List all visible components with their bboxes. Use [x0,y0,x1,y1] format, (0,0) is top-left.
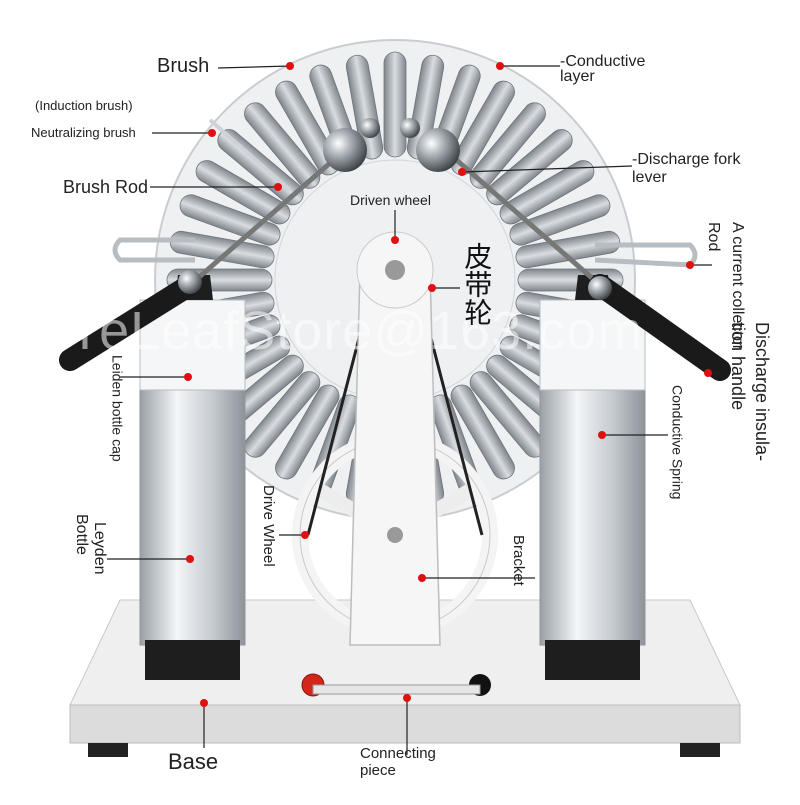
conductive-sector [383,51,407,158]
label-conductive-spring: Conductive Spring [669,385,686,500]
conductive-sector [275,384,340,480]
label-leyden-bottle-2: Bottle [72,514,90,555]
base-foot-left [88,743,128,757]
label-brush-rod: Brush Rod [63,177,149,197]
discharge-ball-right [416,128,460,172]
marker-dot [200,699,208,707]
conductive-sector [195,160,291,225]
label-current-collector: A current collector [728,222,746,351]
discharge-ball-left [323,128,367,172]
marker-dot [208,129,216,137]
conductive-sector [450,80,515,176]
insulation-handle-right [589,274,731,381]
label-discharge-fork-2: lever [632,169,667,186]
brush-rod [208,118,292,192]
conductive-sector [509,194,611,246]
label-discharge-handle-2: tion handle [727,322,748,411]
label-rod: Rod [704,222,722,252]
base-foot-right [680,743,720,757]
label-base: Base [168,749,219,774]
label-neutralizing-brush: Neutralizing brush [31,125,136,140]
label-conductive-layer-2: layer [560,68,595,85]
label-connecting-2: piece [360,762,396,779]
conductive-sector [244,102,321,189]
marker-dot [428,284,436,292]
conductive-sector [450,384,515,480]
conductive-sector [469,102,546,189]
marker-dot [186,555,194,563]
label-connecting-1: Connecting [360,745,436,762]
discharge-fork-right [443,148,602,287]
label-leyden-bottle-1: Leyden [90,522,108,575]
label-belt-wheel: 皮带轮 [461,242,493,326]
marker-dot [598,431,606,439]
marker-dot [403,694,411,702]
marker-dot [286,62,294,70]
label-induction-brush: (Induction brush) [35,98,133,113]
label-driven-wheel: Driven wheel [350,192,431,208]
insulation-handle-left [59,274,201,371]
marker-dot [496,62,504,70]
marker-dot [301,531,309,539]
connecting-piece [312,684,481,695]
label-brush: Brush [157,55,210,77]
label-discharge-handle-1: Discharge insula- [751,322,772,462]
conductive-sector [499,160,595,225]
label-discharge-fork-1: -Discharge fork [632,151,741,168]
marker-dot [184,373,192,381]
base-front [69,704,741,744]
conductive-sector [244,371,321,458]
marker-dot [391,236,399,244]
watermark: EYeLeafStore@163.com [30,301,644,361]
conductive-sector [179,194,281,246]
marker-dot [686,261,694,269]
marker-dot [418,574,426,582]
conductive-sector [486,129,573,206]
discharge-fork-left [188,148,347,287]
marker-dot [704,369,712,377]
label-drive-wheel: Drive Wheel [259,485,277,567]
marker-dot [458,168,466,176]
marker-dot [274,183,282,191]
label-bracket: Bracket [509,535,527,586]
label-leiden-cap: Leiden bottle cap [109,355,126,462]
label-conductive-layer-1: -Conductive [560,53,646,70]
